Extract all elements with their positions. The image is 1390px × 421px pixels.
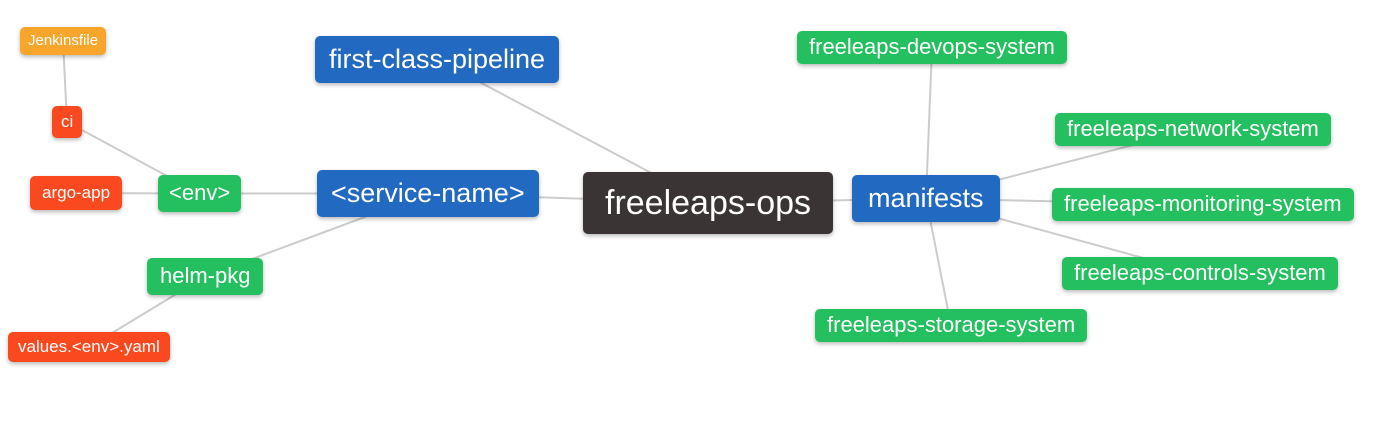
node-freeleaps-storage-system[interactable]: freeleaps-storage-system [815,309,1088,342]
node-freeleaps-monitoring-system[interactable]: freeleaps-monitoring-system [1052,188,1354,221]
node-ci[interactable]: ci [52,106,83,139]
node-freeleaps-devops-system[interactable]: freeleaps-devops-system [797,31,1067,64]
node-helm-pkg[interactable]: helm-pkg [147,258,264,295]
node-argo-app[interactable]: argo-app [30,176,123,211]
edge-devops_system-manifests [925,47,933,199]
node-env[interactable]: <env> [158,175,242,212]
node-jenkinsfile[interactable]: Jenkinsfile [20,27,107,55]
node-service-name[interactable]: <service-name> [317,170,539,218]
node-manifests[interactable]: manifests [852,175,1000,223]
node-freeleaps-network-system[interactable]: freeleaps-network-system [1055,113,1331,146]
node-freeleaps-controls-system[interactable]: freeleaps-controls-system [1062,257,1338,290]
node-freeleaps-ops-root[interactable]: freeleaps-ops [583,172,834,235]
node-values-env-yaml[interactable]: values.<env>.yaml [8,332,170,363]
node-first-class-pipeline[interactable]: first-class-pipeline [315,36,560,84]
